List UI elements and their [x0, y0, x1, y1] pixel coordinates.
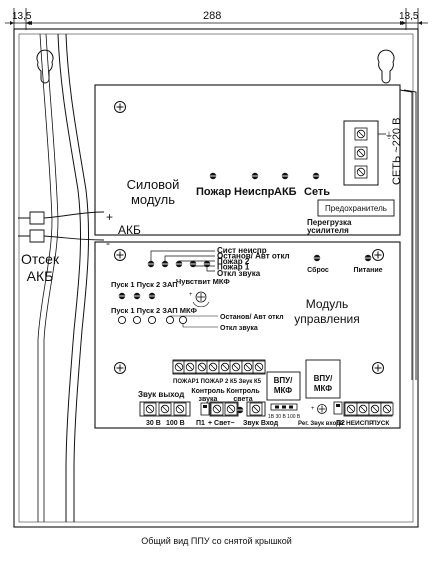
- battery-compartment: Отсек АКБ: [21, 33, 90, 522]
- v30-label: 30 В: [146, 420, 161, 427]
- ground-symbol: ⏚: [385, 131, 393, 140]
- vpu-mkf-connector-1: ВПУ/ МКФ 1В 30 В 100 В: [266, 371, 301, 420]
- sensitivity-trimmer: +: [189, 291, 210, 308]
- led-label-pozhar1: Пожар 1: [217, 263, 250, 272]
- vpu2-line1: ВПУ/: [314, 374, 334, 383]
- neispr-label: НЕИСПР: [346, 420, 374, 427]
- chuvstvit-label: Чувствит МКФ: [176, 277, 230, 286]
- vpu-jumper-labels: 1В 30 В 100 В: [268, 414, 301, 420]
- input-terminal-block: ПОЖАР1 ПОЖАР 2 К5 Звук К5: [172, 359, 266, 385]
- figure-caption: Общий вид ППУ со снятой крышкой: [141, 536, 292, 546]
- sound-input-terminal: [246, 401, 266, 417]
- zvuk-vhod-label: Звук Вход: [243, 420, 279, 427]
- status-led-group: [147, 250, 215, 272]
- button-mute-label: Откл звука: [220, 325, 258, 332]
- vpu1-line2: МКФ: [274, 386, 292, 395]
- dimension-line: 13,5 288 13,5: [5, 8, 428, 30]
- vpu-mkf-connector-2: ВПУ/ МКФ +: [305, 359, 343, 415]
- button-zap[interactable]: [147, 315, 157, 325]
- led-label-pozhar2: Пожар 2: [217, 257, 250, 266]
- svg-text:+: +: [189, 292, 193, 298]
- control-module-label-line1: Модуль: [306, 297, 349, 311]
- power-indicator-leds: [209, 172, 320, 180]
- dim-left-margin: 13,5: [12, 11, 32, 22]
- pitanie-label: Питание: [353, 267, 382, 274]
- sbros-label: Сброс: [307, 266, 329, 274]
- mounting-hole-left: [36, 49, 54, 84]
- control-module: Сист неиспр Останов/ Авт откл Пожар 2 По…: [94, 218, 401, 429]
- indicator-akb: АКБ: [274, 186, 297, 198]
- led-label-ostanov: Останов/ Авт откл: [217, 252, 290, 261]
- mounting-hole-right: [377, 49, 395, 84]
- sound-control-label-line1: Контроль: [191, 388, 225, 395]
- light-control-label-line1: Контроль: [226, 388, 260, 395]
- vpu1-line1: ВПУ/: [274, 376, 294, 385]
- battery-lead-label: АКБ: [118, 223, 141, 237]
- control-module-label-line2: управления: [294, 312, 359, 326]
- led-label-otkl-zvuka: Откл звука: [217, 269, 261, 278]
- sound-control-label-line2: звука: [199, 396, 218, 403]
- battery-plus: +: [106, 210, 113, 224]
- svg-text:+: +: [311, 406, 315, 412]
- indicator-neispr: Неиспр: [234, 186, 275, 198]
- dim-right-margin: 13,5: [399, 11, 419, 22]
- battery-leads: + - АКБ: [18, 210, 141, 250]
- enclosure: [13, 28, 419, 528]
- vpu2-line2: МКФ: [314, 384, 332, 393]
- light-control-label-line2: света: [233, 396, 252, 403]
- sound-control-jumper: [200, 402, 210, 416]
- dim-width: 288: [203, 10, 221, 22]
- compartment-label-line1: Отсек: [21, 251, 60, 267]
- button-stop-label: Останов/ Авт откл: [220, 314, 284, 321]
- button-row: [169, 315, 218, 328]
- indicator-set: Сеть: [304, 186, 330, 198]
- power-module-label-line1: Силовой: [127, 177, 180, 192]
- overload-label-line2: усилителя: [307, 226, 349, 235]
- power-module: Силовой модуль Пожар Неиспр АКБ Сеть ⏚ С…: [94, 84, 417, 380]
- light-control-terminal: [209, 401, 239, 417]
- button-stop[interactable]: [165, 315, 175, 325]
- p2-label: П2: [336, 420, 345, 427]
- reg-zvuk-label: Рег. Звук входа: [298, 421, 344, 427]
- indicator-pozhar: Пожар: [196, 186, 232, 198]
- svet-label: + Свет−: [208, 420, 235, 427]
- button-mute[interactable]: [178, 315, 188, 325]
- fuse-label: Предохранитель: [325, 204, 387, 213]
- button-pusk1[interactable]: [117, 315, 127, 325]
- overload-label-line1: Перегрузка: [307, 218, 352, 227]
- sound-out-label: Звук выход: [138, 390, 184, 399]
- pusk-label: ПУСК: [372, 420, 389, 427]
- button-pusk2[interactable]: [132, 315, 142, 325]
- mains-label: СЕТЬ ~220 В: [391, 118, 403, 185]
- led-label-sist-neispr: Сист неиспр: [217, 246, 267, 255]
- mains-terminal-block: ⏚: [343, 120, 393, 186]
- inputs-label: ПОЖАР1 ПОЖАР 2 К5 Звук К5: [173, 379, 262, 385]
- sound-output-terminal: [139, 401, 191, 417]
- start-leds-label: Пуск 1 Пуск 2 ЗАП: [111, 280, 178, 289]
- compartment-label-line2: АКБ: [27, 268, 54, 284]
- battery-minus: -: [106, 236, 110, 250]
- output-terminal-block: [343, 401, 394, 417]
- p1-label: П1: [196, 420, 205, 427]
- buttons-label: Пуск 1 Пуск 2 ЗАП МКФ: [111, 306, 197, 315]
- power-module-label-line2: модуль: [131, 192, 175, 207]
- v100-label: 100 В: [166, 420, 185, 427]
